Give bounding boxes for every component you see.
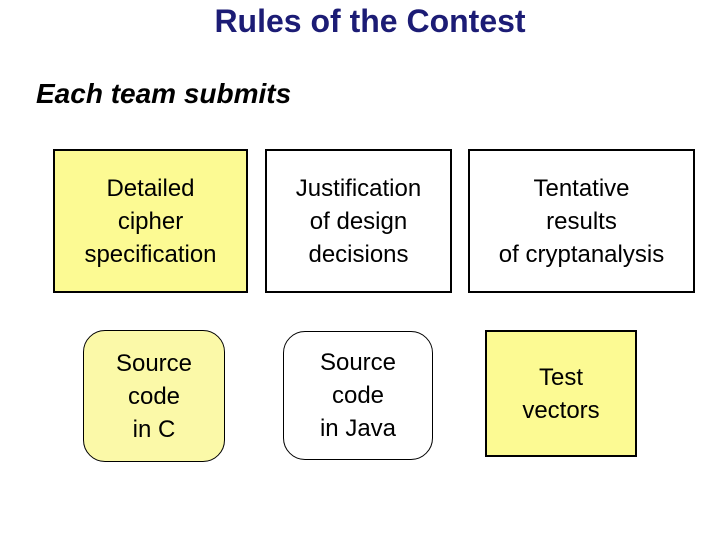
slide-subtitle: Each team submits (36, 78, 292, 109)
box-line: Test (538, 363, 583, 391)
box-line: code (331, 382, 385, 409)
box-source-code-in-c: Source code in C (83, 330, 225, 462)
box-line: results (546, 207, 617, 235)
box-line: of cryptanalysis (498, 240, 665, 268)
box-line: in Java (319, 415, 397, 442)
box-line: specification (84, 240, 217, 268)
box-detailed-cipher-specification: Detailed cipher specification (53, 149, 248, 293)
box-line: Source (319, 349, 397, 376)
box-line: in C (132, 415, 176, 443)
box-line: cipher (117, 207, 184, 235)
box-line: decisions (308, 240, 409, 268)
box-test-vectors: Test vectors (485, 330, 637, 457)
box-line: Justification (295, 174, 422, 202)
box-tentative-results-of-cryptanalysis: Tentative results of cryptanalysis (468, 149, 695, 293)
box-line: Tentative (533, 174, 630, 202)
box-line: code (127, 382, 181, 410)
box-line: vectors (522, 396, 600, 424)
box-line: of design (309, 207, 408, 235)
box-line: Detailed (106, 174, 195, 202)
box-justification-of-design-decisions: Justification of design decisions (265, 149, 452, 293)
box-line: Source (115, 349, 193, 377)
slide-title: Rules of the Contest (214, 3, 526, 39)
box-source-code-in-java: Source code in Java (283, 331, 433, 460)
